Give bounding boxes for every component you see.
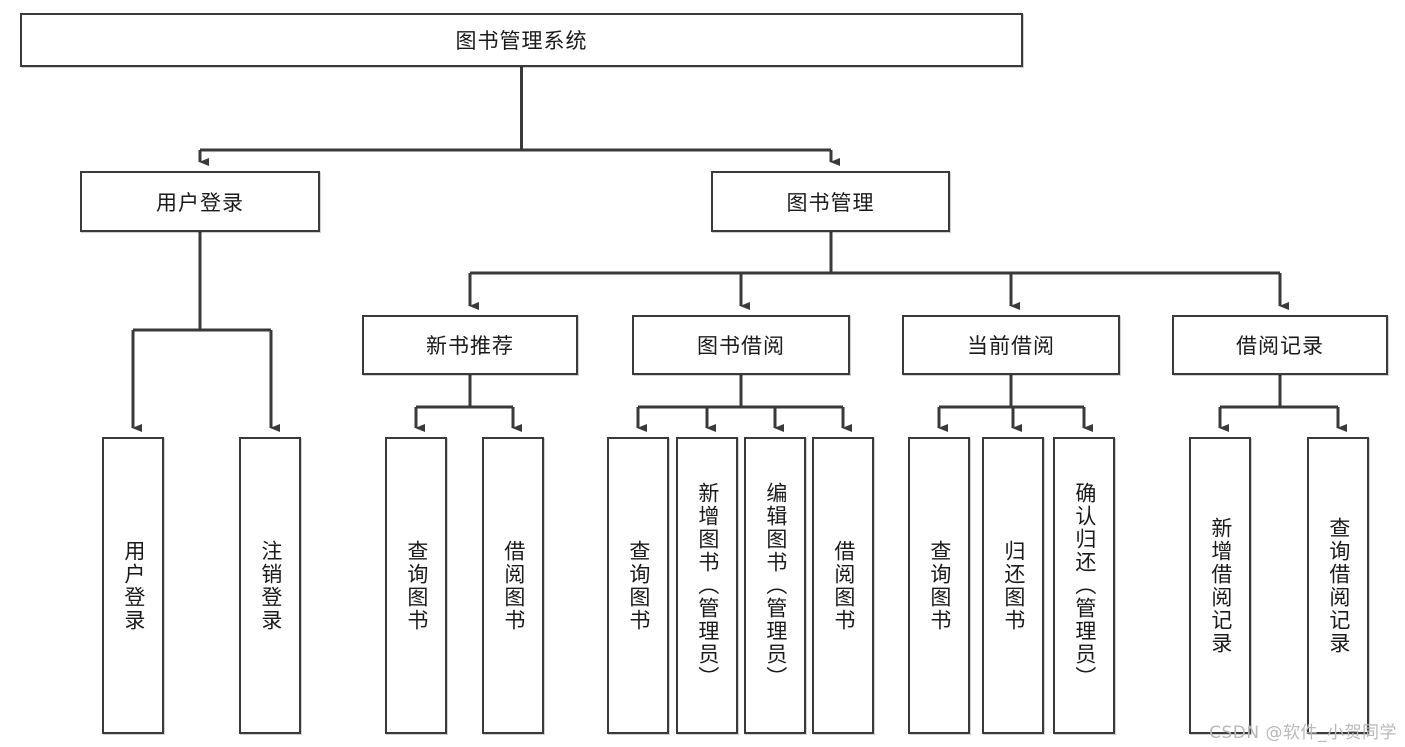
- node-book-borrow[interactable]: 图书借阅: [632, 315, 850, 375]
- node-label: 当前借阅: [967, 334, 1055, 358]
- node-label: 查询图书: [927, 539, 952, 632]
- node-leaf-borrow-book-2[interactable]: 借阅图书: [812, 437, 874, 734]
- node-label: 图书管理: [786, 190, 875, 215]
- node-leaf-query-book-1[interactable]: 查询图书: [385, 437, 447, 734]
- node-label: 确认归还（管理员）: [1072, 482, 1097, 689]
- node-new-book-recommend[interactable]: 新书推荐: [362, 315, 578, 375]
- node-label: 查询图书: [626, 539, 651, 632]
- node-label: 新增图书（管理员）: [695, 482, 720, 689]
- node-leaf-query-book-3[interactable]: 查询图书: [908, 437, 970, 734]
- node-label: 图书借阅: [697, 334, 785, 358]
- node-label: 查询图书: [404, 539, 429, 632]
- node-label: 归还图书: [1001, 539, 1026, 632]
- node-leaf-query-borrow-record[interactable]: 查询借阅记录: [1307, 437, 1369, 734]
- node-label: 用户登录: [156, 190, 244, 215]
- node-leaf-borrow-book-1[interactable]: 借阅图书: [482, 437, 544, 734]
- node-leaf-query-book-2[interactable]: 查询图书: [607, 437, 669, 734]
- node-label: 用户登录: [121, 539, 146, 632]
- node-label: 编辑图书（管理员）: [763, 482, 788, 689]
- node-label: 新增借阅记录: [1208, 516, 1233, 655]
- node-label: 图书管理系统: [455, 29, 588, 53]
- node-leaf-user-login[interactable]: 用户登录: [102, 437, 164, 734]
- node-leaf-return-book[interactable]: 归还图书: [982, 437, 1044, 734]
- node-label: 注销登录: [258, 539, 283, 632]
- node-label: 借阅图书: [501, 539, 526, 632]
- node-label: 新书推荐: [426, 334, 514, 358]
- node-book-management-system[interactable]: 图书管理系统: [20, 13, 1023, 67]
- node-current-borrow[interactable]: 当前借阅: [902, 315, 1120, 375]
- node-leaf-logout[interactable]: 注销登录: [239, 437, 301, 734]
- node-leaf-add-borrow-record[interactable]: 新增借阅记录: [1189, 437, 1251, 734]
- node-leaf-edit-book-admin[interactable]: 编辑图书（管理员）: [744, 437, 806, 734]
- node-label: 借阅图书: [831, 539, 856, 632]
- watermark: CSDN @软件_小贺同学: [1209, 723, 1397, 743]
- node-leaf-add-book-admin[interactable]: 新增图书（管理员）: [676, 437, 738, 734]
- node-borrow-record[interactable]: 借阅记录: [1172, 315, 1388, 375]
- node-leaf-confirm-return-admin[interactable]: 确认归还（管理员）: [1053, 437, 1115, 734]
- node-label: 查询借阅记录: [1326, 516, 1351, 655]
- node-label: 借阅记录: [1236, 334, 1324, 358]
- node-book-management[interactable]: 图书管理: [711, 171, 950, 232]
- node-user-login[interactable]: 用户登录: [80, 171, 320, 232]
